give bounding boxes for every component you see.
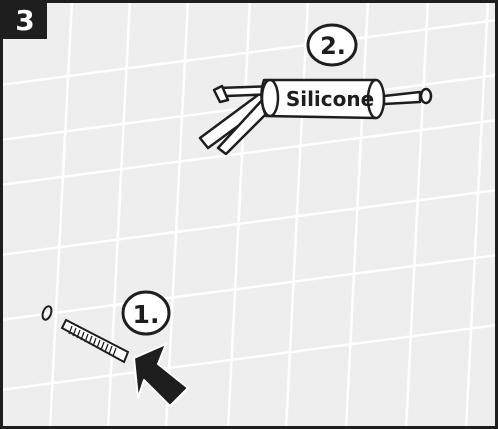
push-arrow-icon (133, 343, 189, 407)
silicone-caulking-gun-icon (198, 78, 433, 156)
step-number-badge: 3 (3, 3, 47, 39)
washer-ring-icon (41, 305, 53, 321)
callout-circle-2 (306, 23, 358, 67)
callout-label-2: 2. (320, 32, 346, 60)
callout-circle-1 (121, 290, 171, 336)
cartridge-label: Silicone (286, 87, 374, 111)
wall-plug-dowel-icon (60, 318, 130, 364)
callout-label-1: 1. (133, 300, 160, 329)
